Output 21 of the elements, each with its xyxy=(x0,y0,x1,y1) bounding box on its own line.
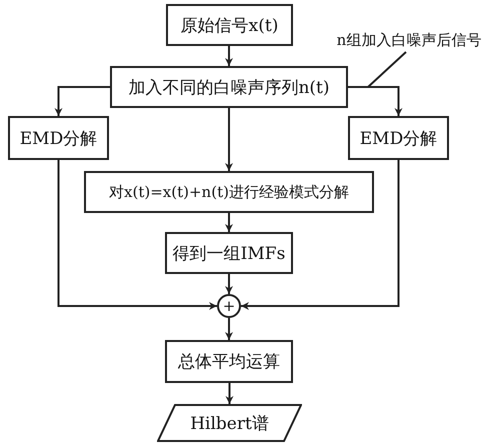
leader-line xyxy=(367,51,407,88)
process-box: EMD分解 xyxy=(8,116,109,160)
process-box: 对x(t)=x(t)+n(t)进行经验模式分解 xyxy=(84,171,374,213)
arrow xyxy=(241,160,400,310)
process-box: 原始信号x(t) xyxy=(166,4,293,46)
arrow xyxy=(226,383,234,404)
process-box: EMD分解 xyxy=(348,116,449,160)
arrow xyxy=(58,160,217,310)
arrow xyxy=(225,318,233,340)
annotation-text: n组加入白噪声后信号 xyxy=(322,28,496,52)
process-box: 总体平均运算 xyxy=(165,340,293,383)
arrow xyxy=(348,86,402,116)
arrow xyxy=(225,274,233,294)
summing-junction: + xyxy=(217,294,241,318)
arrow xyxy=(54,86,110,116)
arrow xyxy=(225,213,233,232)
arrow xyxy=(225,108,233,171)
process-box: 得到一组IMFs xyxy=(165,232,293,274)
process-box: 加入不同的白噪声序列n(t) xyxy=(110,66,348,108)
arrow xyxy=(225,46,233,66)
output-parallelogram: Hilbert谱 xyxy=(157,404,302,442)
